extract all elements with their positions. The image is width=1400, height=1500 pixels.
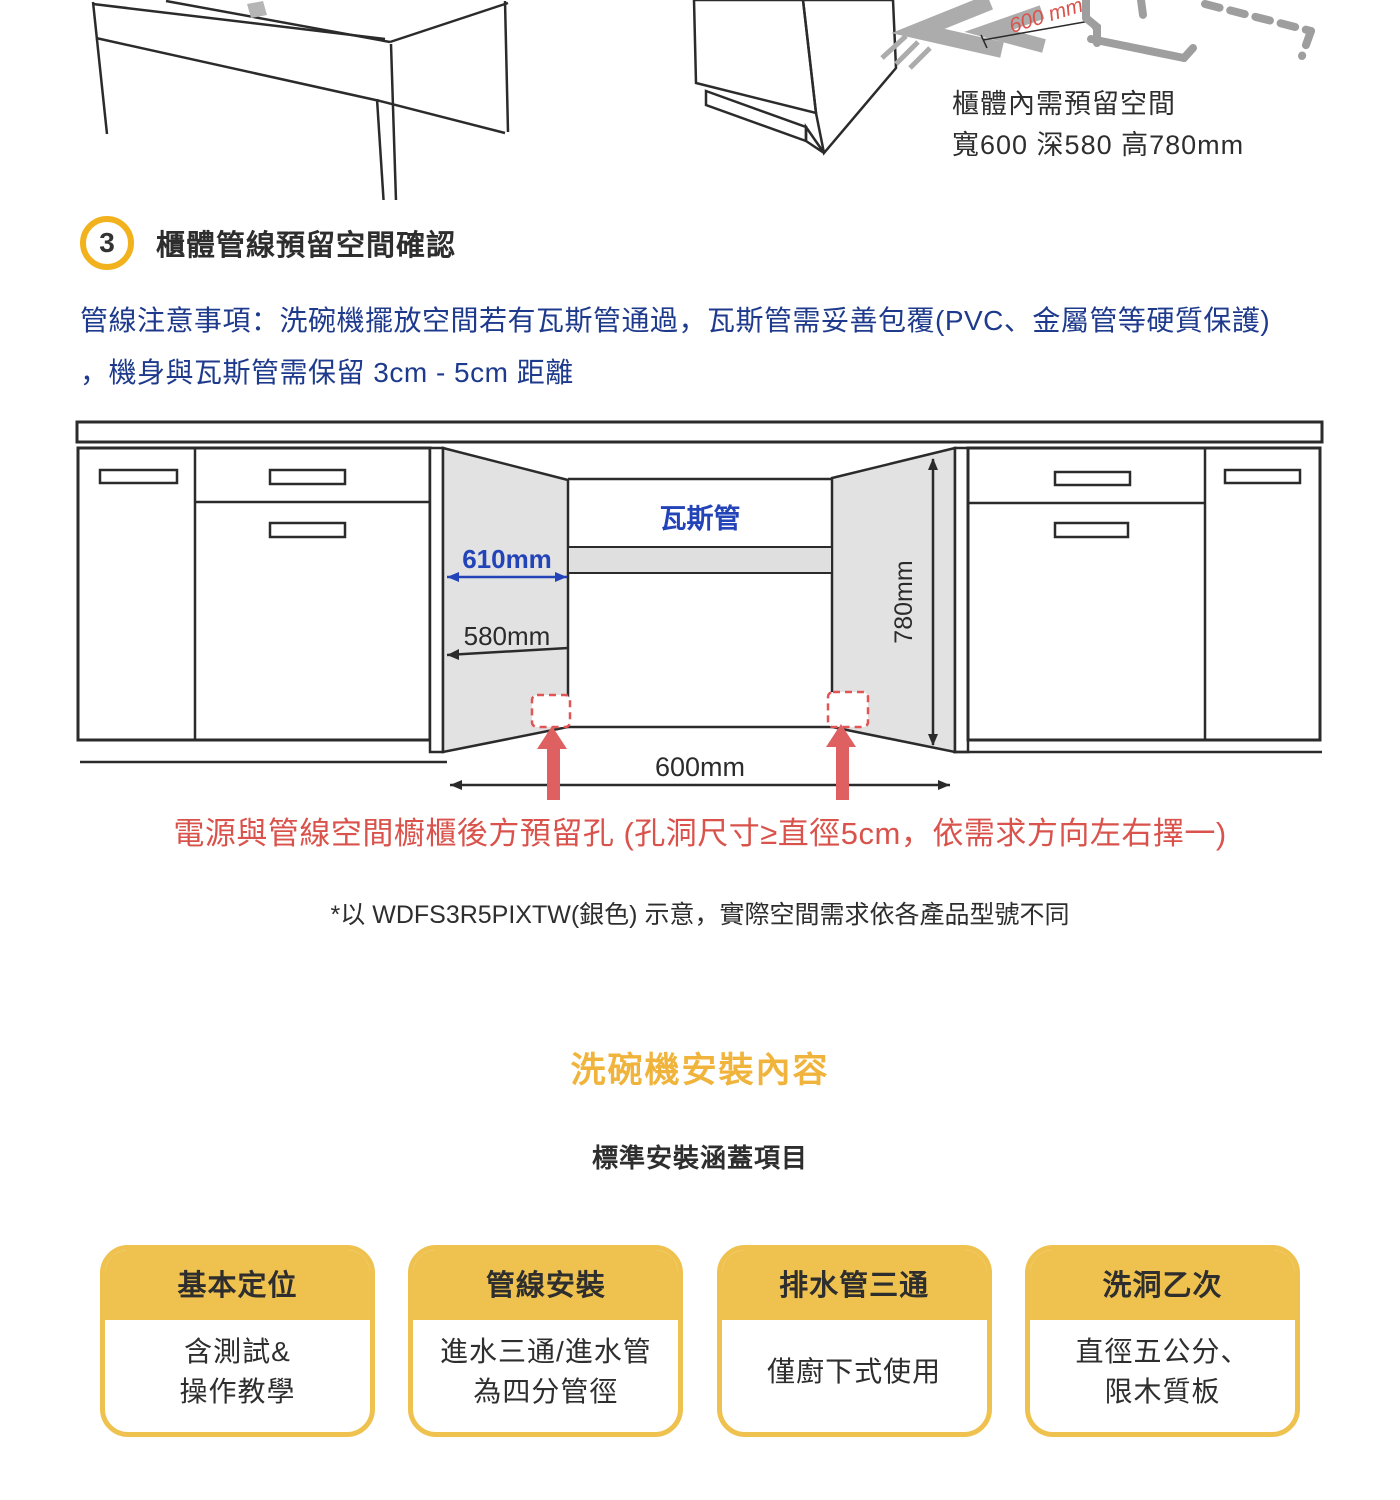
arrow-left-head [537, 726, 567, 749]
install-section-title: 洗碗機安裝內容 [570, 1051, 830, 1090]
niche-back-wall: 瓦斯管 [567, 477, 833, 729]
card-hole-drilling: 洗洞乙次 直徑五公分、 限木質板 [1024, 1245, 1300, 1437]
card-body: 含測試& 操作教學 [179, 1336, 296, 1407]
svg-text:580mm: 580mm [464, 621, 551, 651]
step-heading: 3 櫃體管線預留空間確認 [80, 216, 456, 270]
card-body: 進水三通/進水管 為四分管徑 [439, 1336, 652, 1407]
sketch-detail [247, 1, 267, 18]
card-basic-positioning: 基本定位 含測試& 操作教學 [100, 1245, 375, 1437]
reserved-space-note: 櫃體內需預留空間 寬600 深580 高780mm [952, 89, 1245, 160]
card-header: 基本定位 [105, 1250, 370, 1320]
dim-600mm-label: 600 mm [1006, 0, 1085, 38]
model-footnote: *以 WDFS3R5PIXTW(銀色) 示意，實際空間需求依各產品型號不同 [330, 901, 1070, 929]
pipeline-notice-text: 管線注意事項：洗碗機擺放空間若有瓦斯管通過，瓦斯管需妥善包覆(PVC、金屬管等硬… [80, 305, 1271, 388]
counter-sketch [91, 0, 510, 200]
svg-text:600mm: 600mm [655, 752, 745, 782]
drawer-handle [1053, 470, 1132, 487]
card-body: 直徑五公分、 限木質板 [1075, 1336, 1250, 1407]
door-handle [1053, 521, 1130, 539]
top-figures-sketch: 600 mm [91, 0, 1315, 200]
right-cabinet [953, 446, 1322, 754]
card-header: 管線安裝 [413, 1250, 679, 1320]
reserved-hole-caption: 電源與管線空間櫥櫃後方預留孔 (孔洞尺寸≥直徑5cm，依需求方向左右擇一) [173, 816, 1227, 851]
step-title: 櫃體管線預留空間確認 [156, 230, 457, 262]
door-handle [268, 521, 347, 539]
reserved-hole-markers [530, 690, 870, 800]
reserved-space-dashed-box [1082, 0, 1315, 62]
dim-610mm: 610mm [447, 544, 567, 582]
card-drain-tee: 排水管三通 僅廚下式使用 [716, 1245, 992, 1437]
dim-580mm: 580mm [446, 621, 569, 660]
card-body: 僅廚下式使用 [767, 1356, 942, 1388]
gas-pipe [567, 546, 833, 574]
door-handle [1223, 468, 1302, 485]
install-cards: 基本定位 含測試& 操作教學 管線安裝 進水三通/進水管 為四分管徑 排水管三通… [100, 1245, 1300, 1437]
hole-left [530, 693, 572, 729]
arrow-right-head [826, 724, 856, 747]
countertop [75, 420, 1324, 444]
step-number-badge: 3 [80, 216, 134, 270]
hole-right [826, 690, 870, 729]
drawer-handle [268, 468, 347, 486]
install-section-subtitle: 標準安裝涵蓋項目 [591, 1143, 808, 1173]
card-header: 排水管三通 [721, 1250, 987, 1320]
gas-pipe-label: 瓦斯管 [660, 504, 741, 534]
left-cabinet [76, 446, 447, 764]
push-direction-arrow [880, 0, 1046, 70]
dim-600mm: 600mm [450, 752, 950, 790]
arrow-left-stem [547, 747, 560, 800]
cabinet-sketch [692, 0, 898, 156]
svg-text:610mm: 610mm [462, 544, 552, 574]
card-piping-install: 管線安裝 進水三通/進水管 為四分管徑 [408, 1245, 684, 1437]
arrow-right-stem [836, 745, 849, 800]
door-handle [98, 468, 179, 485]
card-header: 洗洞乙次 [1029, 1250, 1295, 1320]
svg-text:780mm: 780mm [890, 560, 918, 643]
cabinet-clearance-diagram: 瓦斯管 610mm 580mm 780mm 600mm [75, 420, 1324, 800]
dim-780mm: 780mm [890, 458, 938, 746]
